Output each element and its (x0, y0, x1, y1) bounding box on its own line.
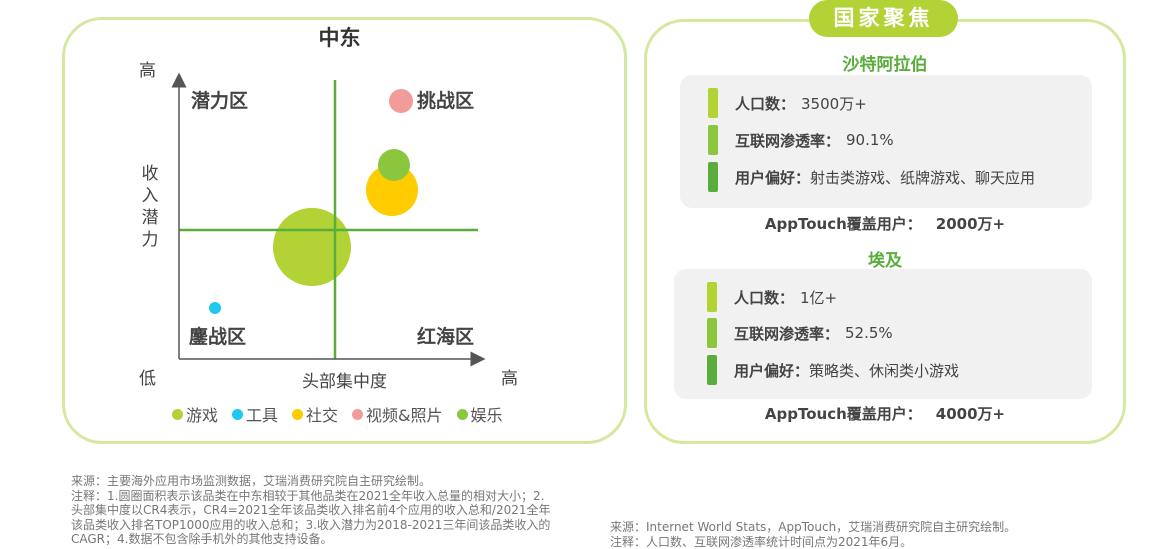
footnote-left: 来源：主要海外应用市场监测数据，艾瑞消费研究院自主研究绘制。 注释：1.圆圈面积… (71, 474, 601, 547)
legend-dot-icon (172, 408, 183, 420)
stat-row-internet: 互联网渗透率： 90.1% (708, 125, 894, 155)
bubble-video-photo (389, 89, 413, 113)
legend-label: 娱乐 (470, 406, 503, 425)
y-axis-title: 收 入 潜 力 (140, 163, 160, 251)
footnote-line: CAGR；4.数据不包含除手机外的其他支持设备。 (71, 532, 333, 546)
chart-title: 中东 (318, 26, 361, 50)
apptouch-users-saudi: AppTouch覆盖用户： 2000万+ (644, 213, 1126, 234)
apptouch-label: AppTouch覆盖用户： (764, 405, 922, 423)
footnote-line: 注释：人口数、互联网渗透率统计时间点为2021年6月。 (610, 534, 913, 549)
apptouch-value: 4000万+ (935, 405, 1006, 423)
legend-label: 工具 (246, 406, 279, 425)
legend-item-entertainment: 娱乐 (456, 402, 503, 426)
country-title-saudi: 沙特阿拉伯 (842, 55, 928, 75)
y-axis-title-char: 潜 (141, 208, 159, 228)
footnote-line: 头部集中度以CR4表示，CR4=2021全年该品类收入排名前4个应用的收入总和/… (71, 503, 551, 517)
quadrant-potential: 潜力区 (191, 90, 249, 112)
stat-key: 互联网渗透率： (734, 324, 840, 343)
bar-marker-icon (708, 125, 718, 155)
country-card-egypt: 人口数： 1亿+ 互联网渗透率： 52.5% 用户偏好： 策略类、休闲类小游戏 (674, 269, 1092, 399)
stat-value: 52.5% (845, 324, 893, 342)
stat-row-population: 人口数： 3500万+ (708, 88, 867, 118)
legend-dot-icon (232, 408, 244, 420)
stat-key: 互联网渗透率： (735, 131, 841, 150)
stat-value: 策略类、休闲类小游戏 (809, 361, 960, 380)
country-card-saudi: 人口数： 3500万+ 互联网渗透率： 90.1% 用户偏好： 射击类游戏、纸牌… (680, 75, 1092, 208)
y-axis-title-char: 力 (141, 230, 159, 250)
legend-label: 视频&照片 (366, 406, 443, 425)
quadrant-battle: 鏖战区 (189, 326, 247, 348)
stat-row-population: 人口数： 1亿+ (707, 282, 837, 312)
legend-dot-icon (456, 408, 468, 420)
chart-legend: 游戏 工具 社交 视频&照片 娱乐 (172, 402, 503, 426)
legend-label: 游戏 (186, 406, 219, 425)
legend-item-social: 社交 (292, 402, 338, 426)
x-axis-title: 头部集中度 (302, 372, 387, 392)
y-axis-low-label: 低 (139, 369, 156, 389)
footnote-line: 该品类收入排名TOP1000应用的收入总和；3.收入潜力为2018-2021三年… (71, 517, 551, 532)
footnote-line: 注释：1.圆圈面积表示该品类在中东相较于其他品类在2021全年收入总量的相对大小… (71, 488, 545, 503)
stat-row-preference: 用户偏好： 射击类游戏、纸牌游戏、聊天应用 (708, 162, 1035, 192)
legend-dot-icon (292, 408, 304, 420)
bar-marker-icon (708, 88, 718, 118)
footnote-line: 来源：Internet World Stats，AppTouch，艾瑞消费研究院… (610, 520, 1017, 534)
legend-item-tool: 工具 (232, 402, 278, 426)
stat-value: 1亿+ (800, 288, 838, 307)
bar-marker-icon (707, 355, 717, 385)
bubble-game (273, 208, 351, 286)
apptouch-value: 2000万+ (935, 215, 1006, 233)
legend-item-game: 游戏 (172, 402, 218, 426)
stat-row-preference: 用户偏好： 策略类、休闲类小游戏 (707, 355, 959, 385)
quadrant-challenge: 挑战区 (417, 90, 475, 112)
bubble-entertainment (378, 149, 410, 181)
apptouch-label: AppTouch覆盖用户： (764, 215, 922, 233)
legend-item-video-photo: 视频&照片 (352, 402, 443, 426)
stat-value: 3500万+ (801, 94, 867, 113)
stat-key: 用户偏好： (735, 168, 811, 187)
stat-key: 人口数： (734, 288, 795, 307)
country-title-egypt: 埃及 (868, 251, 902, 271)
legend-label: 社交 (306, 406, 339, 425)
stat-value: 90.1% (846, 131, 894, 149)
stat-value: 射击类游戏、纸牌游戏、聊天应用 (810, 168, 1036, 187)
bubble-tool (209, 302, 221, 314)
stat-row-internet: 互联网渗透率： 52.5% (707, 318, 893, 348)
footnote-line: 来源：主要海外应用市场监测数据，艾瑞消费研究院自主研究绘制。 (71, 474, 432, 488)
footnote-right: 来源：Internet World Stats，AppTouch，艾瑞消费研究院… (610, 520, 1110, 549)
x-axis-high-label: 高 (501, 369, 518, 389)
bar-marker-icon (708, 162, 718, 192)
y-axis-high-label: 高 (139, 61, 156, 81)
stat-key: 用户偏好： (734, 361, 810, 380)
bar-marker-icon (707, 282, 717, 312)
apptouch-users-egypt: AppTouch覆盖用户： 4000万+ (644, 403, 1126, 424)
legend-dot-icon (352, 408, 364, 420)
bar-marker-icon (707, 318, 717, 348)
bubble-social (366, 164, 418, 216)
country-focus-badge: 国家聚焦 (809, 0, 958, 37)
y-axis-title-char: 入 (141, 186, 159, 206)
y-axis-title-char: 收 (141, 164, 159, 184)
stat-key: 人口数： (735, 94, 796, 113)
quadrant-red-sea: 红海区 (417, 326, 475, 348)
